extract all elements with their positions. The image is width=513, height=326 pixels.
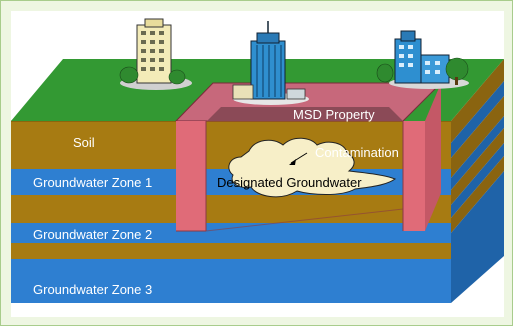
groundwater-zone-1-label: Groundwater Zone 1 xyxy=(33,175,152,190)
contamination-arrowhead xyxy=(289,159,296,165)
contamination-label: Contamination xyxy=(315,145,399,160)
apartment-building-icon xyxy=(119,18,192,90)
block-side-face xyxy=(451,59,504,303)
msd-property-label: MSD Property xyxy=(293,107,375,122)
designated-groundwater-label: Designated Groundwater xyxy=(217,175,362,190)
contamination-plume xyxy=(228,137,397,198)
groundwater-zone-2-label: Groundwater Zone 2 xyxy=(33,227,152,242)
soil-label: Soil xyxy=(73,135,95,150)
groundwater-zone-3-layer xyxy=(11,259,451,303)
groundwater-diagram: MSD Property Soil Contamination Designat… xyxy=(11,18,504,303)
aquitard-layer-2 xyxy=(11,243,451,259)
aquitard-layer-1 xyxy=(11,195,451,223)
groundwater-zone-3-label: Groundwater Zone 3 xyxy=(33,282,152,297)
office-tower-icon xyxy=(232,21,309,105)
groundwater-zone-2-layer xyxy=(11,223,451,243)
office-complex-icon xyxy=(376,30,469,89)
diagram-canvas: MSD Property Soil Contamination Designat… xyxy=(11,11,504,317)
